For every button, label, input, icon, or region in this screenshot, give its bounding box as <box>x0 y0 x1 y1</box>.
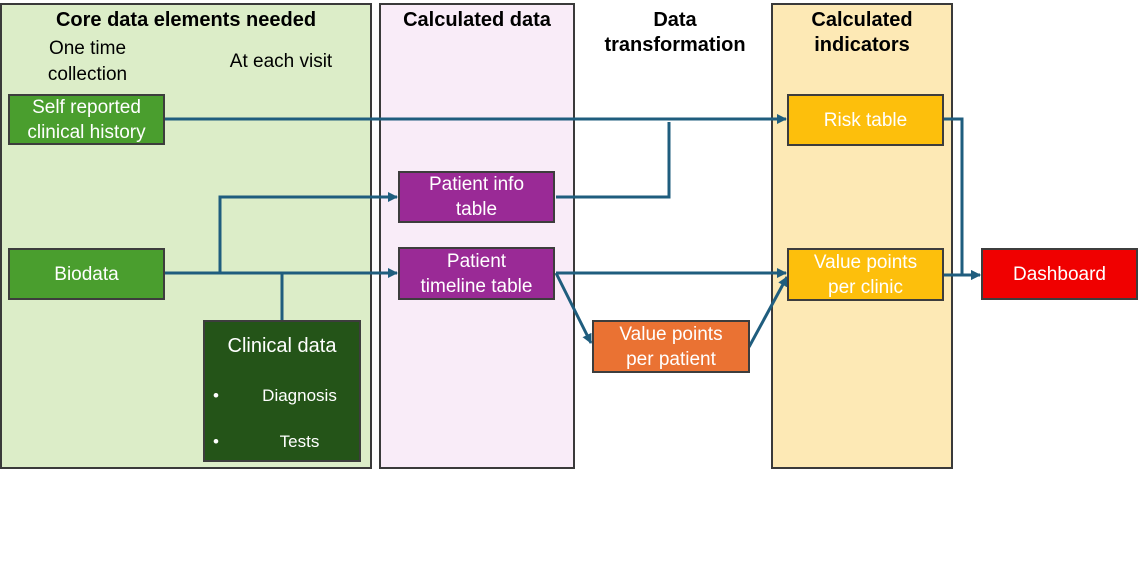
clinical-item-tests: Tests <box>205 430 359 453</box>
one-time-collection-label: One time collection <box>47 38 128 85</box>
biodata-box: Biodata <box>8 248 165 300</box>
calculated-indicators-panel <box>771 3 953 469</box>
calculated-data-header: Calculated data <box>403 9 551 31</box>
value-points-per-clinic-box: Value points per clinic <box>787 248 944 301</box>
connector-patient-info-to-risk <box>556 122 671 199</box>
connector-value-patient-to-value-clinic <box>747 276 789 348</box>
self-reported-clinical-history-box: Self reported clinical history <box>8 94 165 145</box>
value-points-per-patient-box: Value points per patient <box>592 320 750 373</box>
data-transformation-header: Data transformation <box>604 9 746 56</box>
patient-info-table-box: Patient info table <box>398 171 555 223</box>
risk-table-box: Risk table <box>787 94 944 146</box>
calculated-indicators-header: Calculated indicators <box>811 9 913 56</box>
clinical-item-meds: Meds <box>205 476 359 499</box>
connector-risk-to-dashboard <box>944 117 981 280</box>
clinical-data-box: Clinical data Diagnosis Tests Meds Proce… <box>203 320 361 545</box>
dashboard-box: Dashboard <box>981 248 1138 300</box>
connector-lines <box>165 114 981 348</box>
calculated-data-panel <box>379 3 575 469</box>
patient-timeline-table-box: Patient timeline table <box>398 247 555 300</box>
connector-biodata-to-patient-info <box>165 192 398 275</box>
connector-timeline-to-value-patient <box>554 272 593 344</box>
core-data-header: Core data elements needed <box>55 9 317 31</box>
clinical-data-title: Clinical data <box>227 335 337 357</box>
at-each-visit-label: At each visit <box>229 51 333 72</box>
clinical-item-procedures: Procedures <box>205 522 359 545</box>
clinical-item-diagnosis: Diagnosis <box>205 384 359 407</box>
clinical-data-list: Diagnosis Tests Meds Procedures <box>205 361 359 568</box>
